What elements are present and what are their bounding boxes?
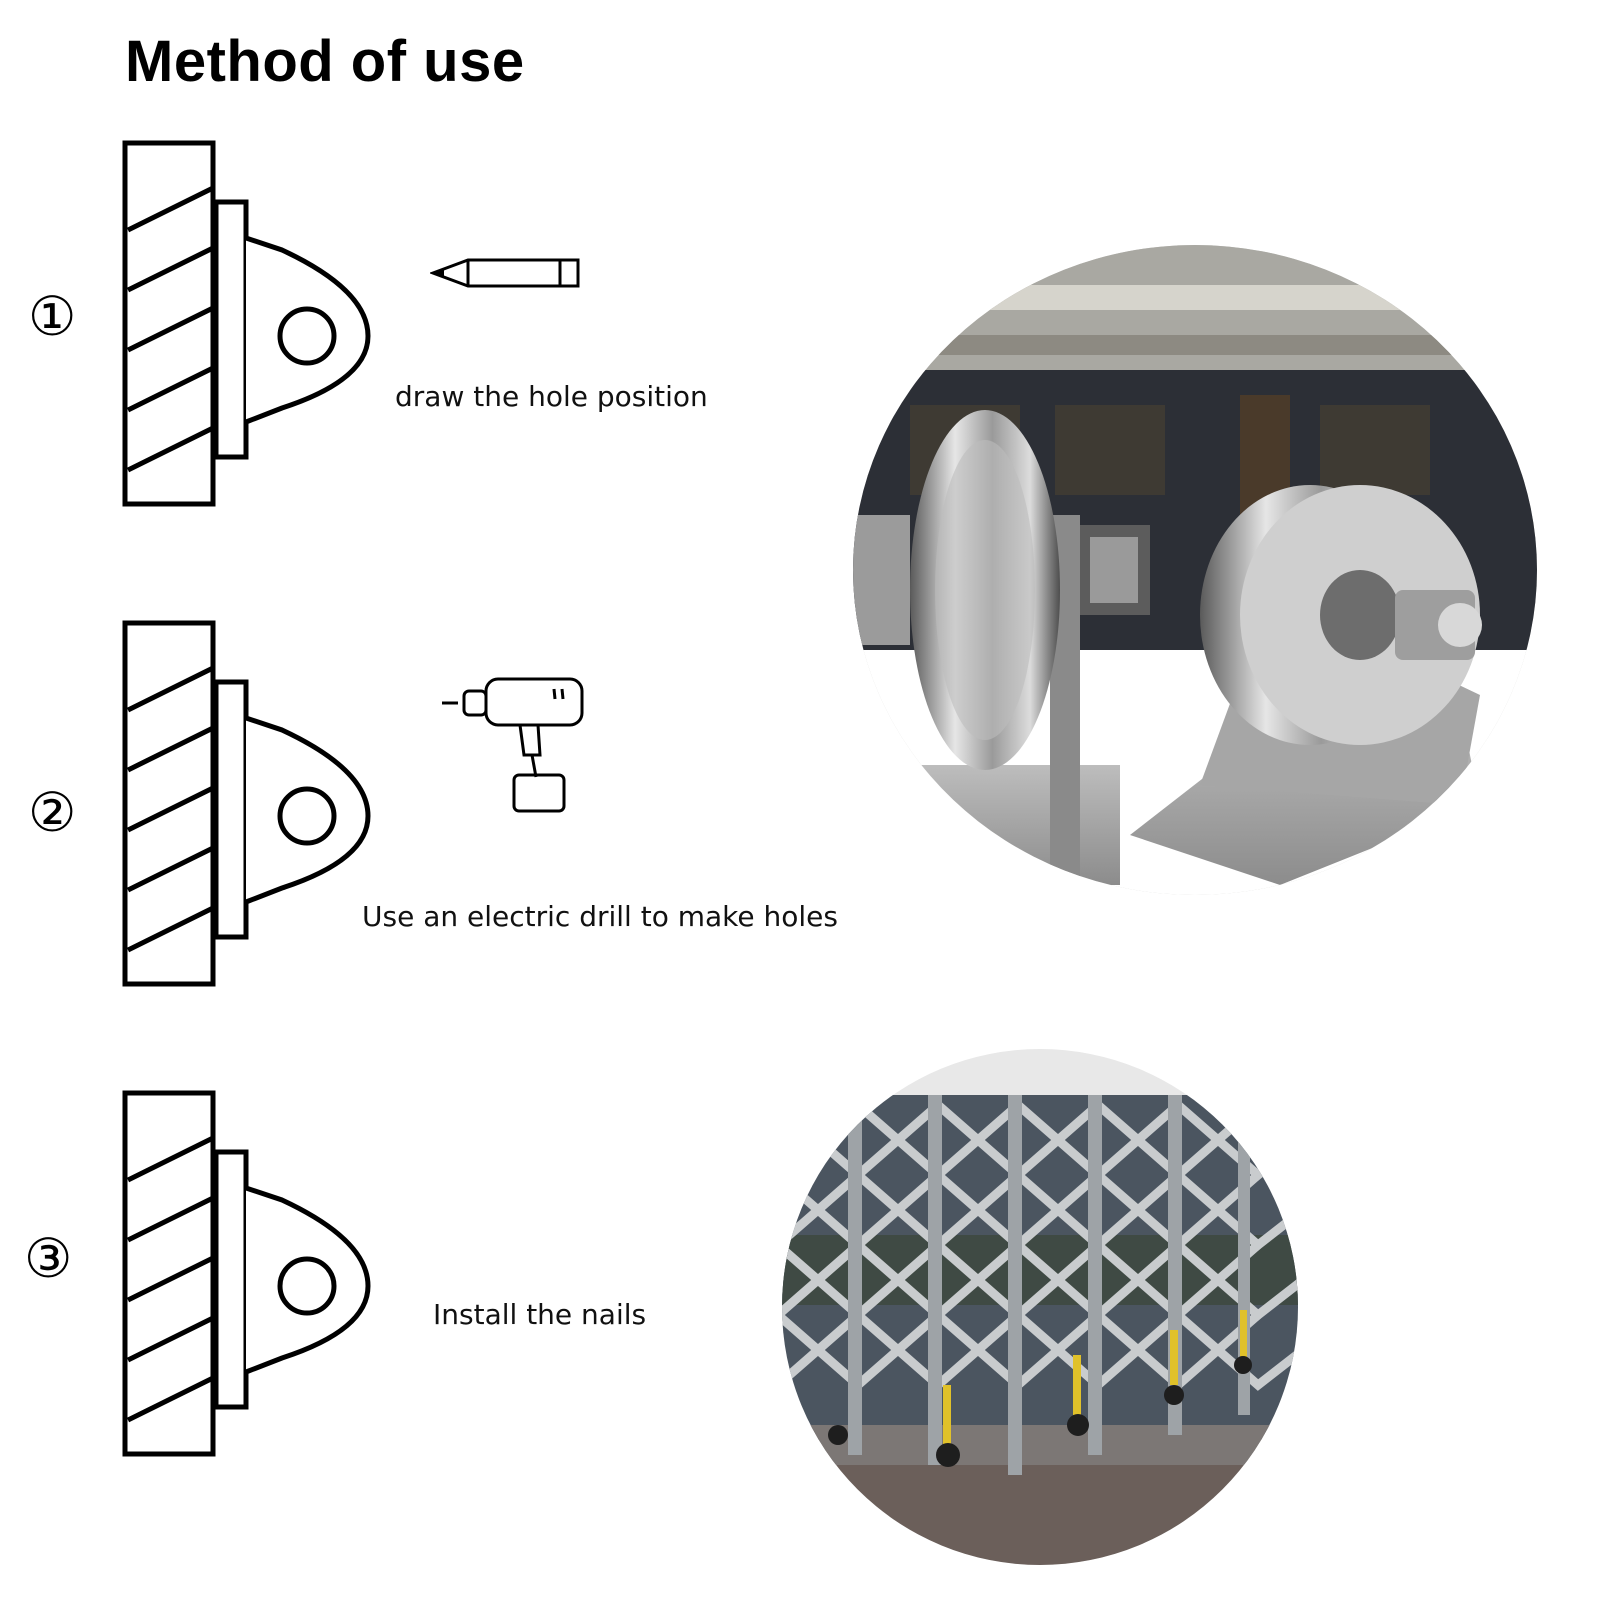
step-2-number: ② [28,781,77,844]
step-3-number: ③ [24,1227,73,1290]
drill-icon [442,677,584,813]
page-title: Method of use [125,29,525,94]
pencil-icon [430,258,580,288]
step-1-caption: draw the hole position [395,380,708,413]
retractable-gate-photo [782,1049,1298,1565]
pulley-wheels-photo [853,245,1537,895]
step-3-caption: Install the nails [433,1298,647,1331]
step-1-number: ① [28,285,77,348]
wall-mount-diagram-1 [122,140,372,510]
wall-mount-diagram-2 [122,620,372,990]
wall-mount-diagram-3 [122,1090,372,1460]
step-2-caption: Use an electric drill to make holes [362,900,838,933]
